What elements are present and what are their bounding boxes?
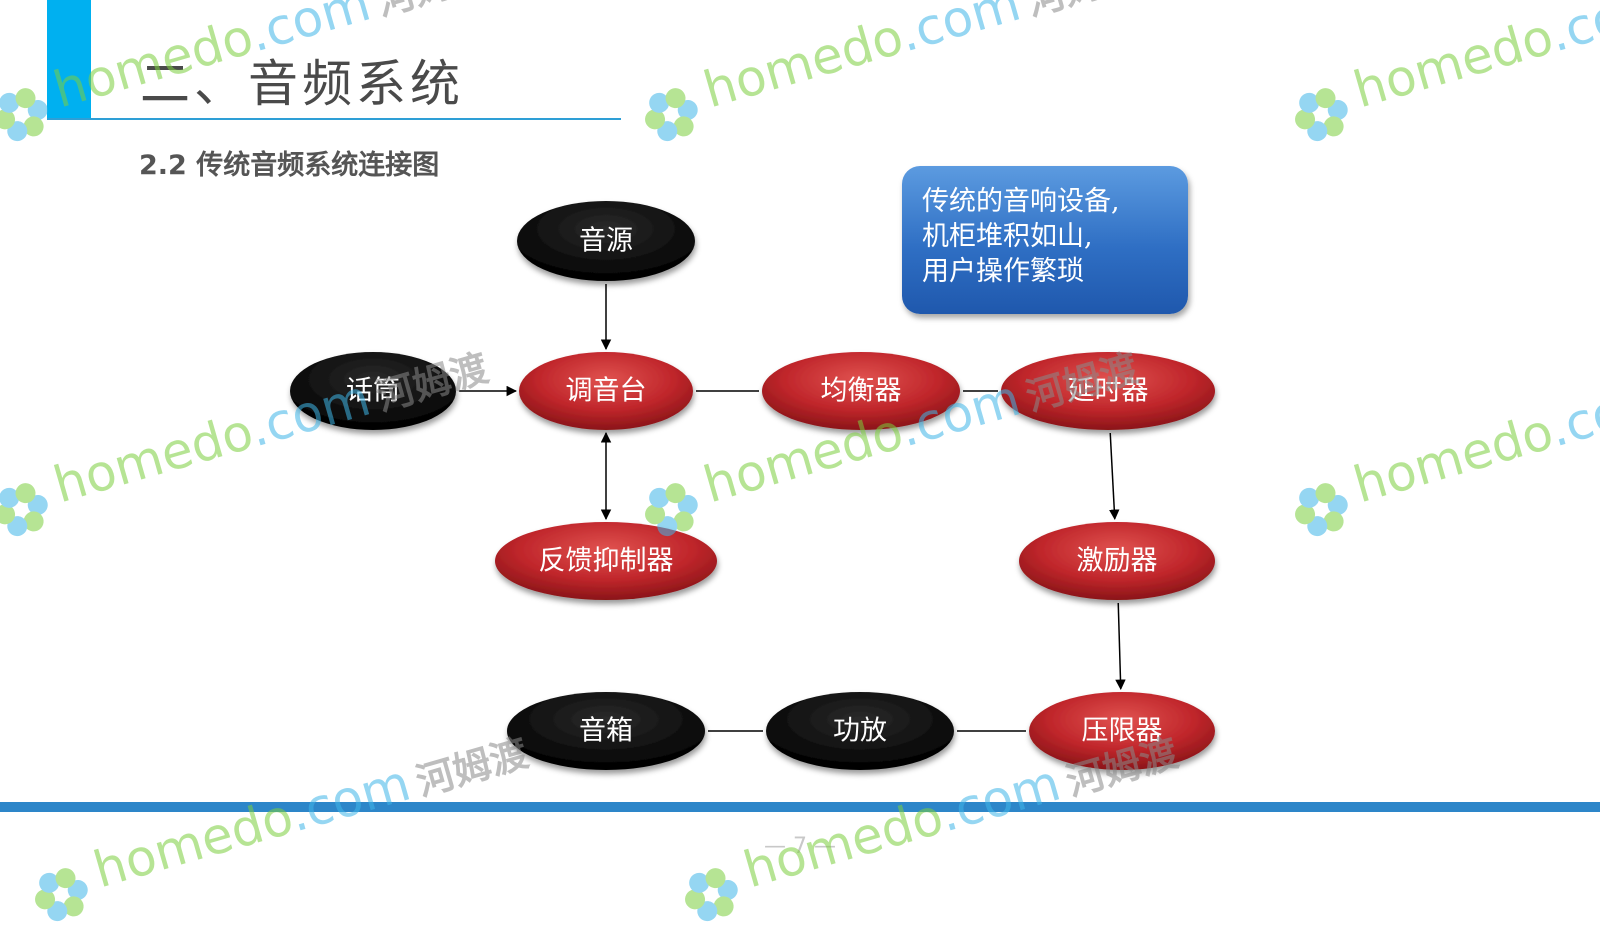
node-label: 激励器	[1077, 546, 1158, 577]
connection-lines	[459, 284, 1126, 732]
node-shape	[1001, 352, 1215, 430]
callout-box: 传统的音响设备, 机柜堆积如山, 用户操作繁琐	[902, 166, 1188, 314]
node-amplifier: 功放	[766, 692, 954, 770]
node-shape	[495, 522, 717, 600]
edge-delay-to-exciter	[1109, 432, 1120, 521]
page-subtitle: 2.2 传统音频系统连接图	[139, 150, 440, 181]
node-microphone: 话筒	[290, 352, 456, 430]
node-speaker: 音箱	[507, 692, 705, 770]
page-title: 二、音频系统	[140, 55, 464, 113]
node-label: 调音台	[566, 376, 647, 407]
node-shape	[766, 692, 954, 770]
node-shape	[762, 352, 960, 430]
edge-exciter-to-limiter	[1115, 602, 1126, 691]
node-label: 功放	[833, 716, 887, 747]
node-label: 音源	[579, 226, 633, 257]
node-shape	[290, 352, 456, 430]
node-exciter: 激励器	[1019, 522, 1215, 600]
node-shape	[1019, 522, 1215, 600]
callout-line: 机柜堆积如山,	[922, 221, 1093, 252]
title-underline	[47, 118, 621, 120]
node-equalizer: 均衡器	[762, 352, 960, 430]
node-shape	[507, 692, 705, 770]
node-label: 均衡器	[821, 376, 902, 407]
node-feedback-suppressor: 反馈抑制器	[495, 522, 717, 600]
node-limiter: 压限器	[1029, 692, 1215, 770]
footer-rule	[0, 802, 1600, 812]
title-accent-bar	[47, 0, 91, 118]
node-label: 压限器	[1082, 716, 1163, 747]
node-delay: 延时器	[1001, 352, 1215, 430]
node-source: 音源	[517, 201, 695, 281]
node-label: 话筒	[346, 376, 400, 407]
node-shape	[517, 201, 695, 281]
node-shape	[1029, 692, 1215, 770]
node-label: 音箱	[579, 716, 633, 747]
page-number: — 7 —	[764, 834, 836, 859]
node-label: 反馈抑制器	[539, 546, 674, 577]
callout-line: 用户操作繁琐	[922, 256, 1084, 287]
callout-line: 传统的音响设备,	[922, 186, 1120, 217]
node-shape	[519, 352, 693, 430]
node-label: 延时器	[1068, 376, 1149, 407]
node-mixer: 调音台	[519, 352, 693, 430]
